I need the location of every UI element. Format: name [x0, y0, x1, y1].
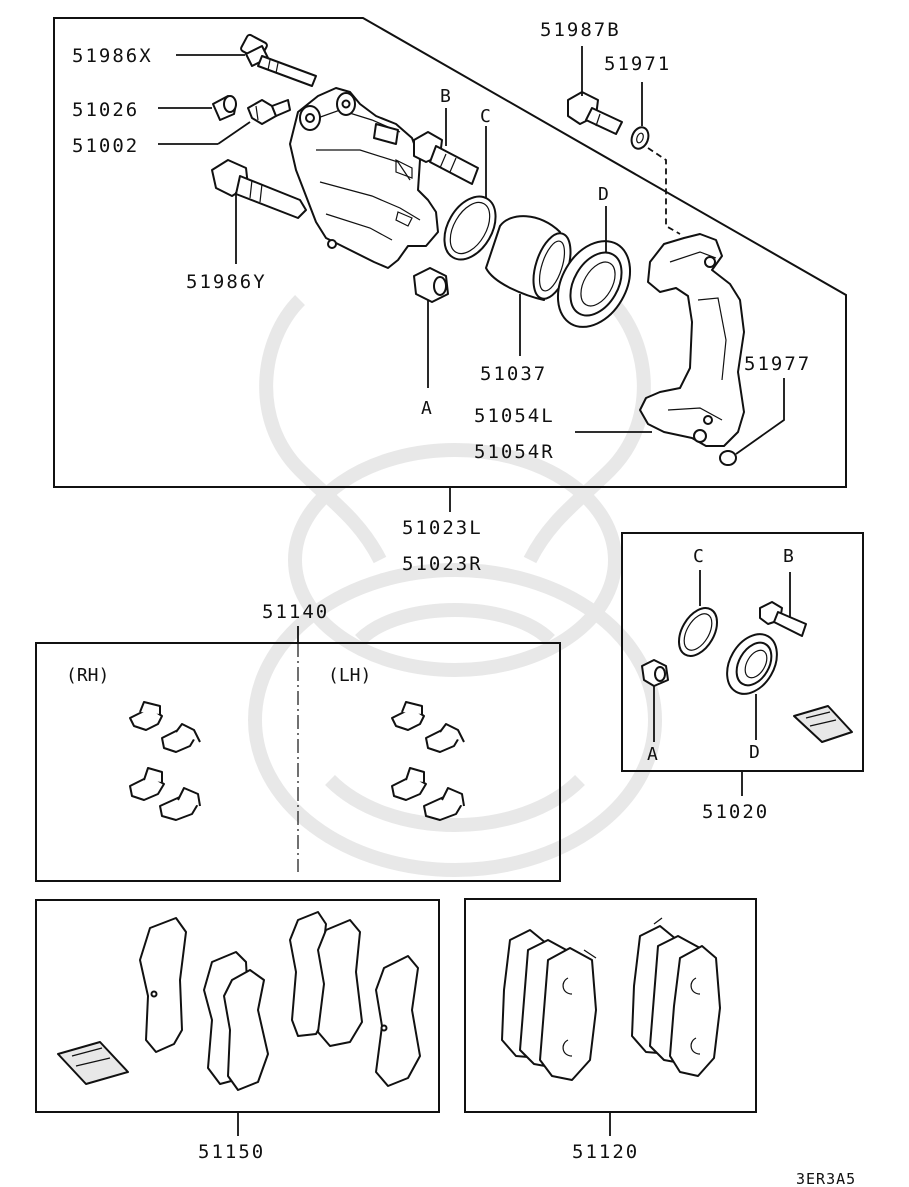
label-bracket-right: 51054R [474, 441, 555, 463]
seal-kit-boot-d [726, 633, 778, 695]
shim-4 [289, 911, 329, 1037]
label-assembly-right: 51023R [402, 553, 483, 575]
guide-pin-x [240, 33, 317, 87]
dust-boot-d [556, 240, 632, 328]
guide-boot-a [413, 267, 449, 303]
caliper-bolt-b [413, 131, 479, 185]
label-bleeder-screw: 51002 [72, 135, 139, 157]
label-bleeder-cap: 51026 [72, 99, 139, 121]
clip-rh-upper [129, 701, 201, 753]
shim-packet [57, 1041, 129, 1085]
label-washer: 51971 [604, 53, 671, 75]
callout-c: C [480, 106, 491, 127]
piston [485, 215, 572, 301]
clip-lh-upper [391, 701, 465, 753]
label-bracket-bolt: 51987B [540, 19, 621, 41]
bracket-bolt [567, 91, 623, 135]
diagram-code: 3ER3A5 [796, 1170, 856, 1187]
label-side-left: (LH) [328, 665, 371, 686]
seal-kit-bolt-b [759, 601, 807, 637]
label-piston: 51037 [480, 363, 547, 385]
seal-kit-frame [621, 532, 864, 772]
label-clip: 51977 [744, 353, 811, 375]
bracket-clip [719, 450, 737, 466]
seal-kit-ring-c [678, 607, 718, 657]
pad-left-pair [501, 929, 597, 1081]
shim-3 [223, 969, 269, 1091]
label-seal-kit: 51020 [702, 801, 769, 823]
pad-right-pair [631, 917, 721, 1077]
shim-6 [375, 955, 421, 1087]
seal-kit-callout-d: D [749, 742, 760, 763]
label-guide-pin-y: 51986Y [186, 271, 267, 293]
shim-1 [139, 917, 187, 1053]
clip-rh-lower [129, 767, 201, 821]
label-assembly-left: 51023L [402, 517, 483, 539]
callout-a: A [421, 398, 432, 419]
seal-kit-callout-a: A [647, 744, 658, 765]
caliper-assembly-frame [53, 17, 847, 488]
callout-d: D [598, 184, 609, 205]
callout-b: B [440, 86, 451, 107]
clip-lh-lower [391, 767, 465, 821]
caliper-bracket [639, 233, 745, 447]
caliper-body [289, 87, 439, 269]
watermark-emblem [248, 295, 662, 877]
shim-5 [317, 919, 363, 1047]
seal-ring-c [443, 195, 497, 261]
label-side-right: (RH) [66, 665, 109, 686]
guide-pin-y [211, 159, 307, 219]
bleeder-screw [247, 99, 291, 125]
bleeder-cap [212, 95, 237, 121]
label-bracket-left: 51054L [474, 405, 555, 427]
washer [630, 126, 650, 150]
seal-kit-callout-b: B [783, 546, 794, 567]
seal-kit-callout-c: C [693, 546, 704, 567]
label-guide-pin-x: 51986X [72, 45, 153, 67]
label-pad-set: 51120 [572, 1141, 639, 1163]
seal-kit-boot-a [641, 659, 669, 687]
label-shim-kit: 51150 [198, 1141, 265, 1163]
label-clip-kit: 51140 [262, 601, 329, 623]
grease-packet [793, 705, 853, 743]
